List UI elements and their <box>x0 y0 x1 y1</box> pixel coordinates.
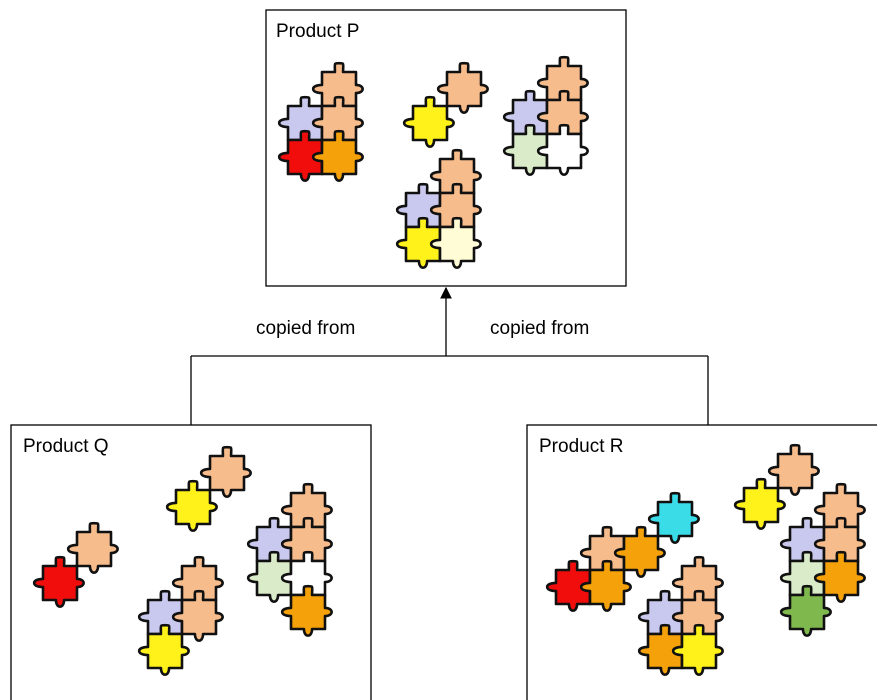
product-r-node: Product R <box>526 424 877 700</box>
product-p-cluster-3 <box>502 55 589 176</box>
product-p-node: Product P <box>265 9 627 287</box>
product-q-cluster-2 <box>165 445 252 532</box>
puzzle-piece-yellow <box>137 623 190 676</box>
edge-label-right: copied from <box>490 318 589 339</box>
product-r-title: Product R <box>539 436 623 457</box>
product-q-node: Product Q <box>10 424 372 700</box>
puzzle-piece-orange <box>613 525 666 578</box>
product-r-cluster-1 <box>733 443 820 530</box>
puzzle-piece-green <box>779 584 832 637</box>
product-q-cluster-1 <box>32 521 119 608</box>
product-r-cluster-4 <box>779 482 866 637</box>
connector-tree <box>190 286 709 425</box>
puzzle-piece-red <box>32 555 85 608</box>
puzzle-piece-peach <box>199 445 252 498</box>
puzzle-piece-orange <box>813 550 866 603</box>
puzzle-piece-orange <box>311 129 364 182</box>
product-q-cluster-3 <box>137 555 224 676</box>
puzzle-piece-yellow <box>671 623 724 676</box>
product-q-cluster-4 <box>246 482 333 637</box>
product-p-title: Product P <box>276 21 359 42</box>
puzzle-piece-yellow <box>402 95 455 148</box>
product-q-title: Product Q <box>23 436 109 457</box>
product-r-pieces <box>545 443 866 676</box>
product-p-pieces <box>277 55 589 269</box>
product-p-cluster-2 <box>402 61 489 148</box>
puzzle-piece-white <box>536 123 589 176</box>
puzzle-piece-yellow <box>733 477 786 530</box>
puzzle-piece-peach <box>66 521 119 574</box>
product-p-cluster-1 <box>277 61 364 182</box>
puzzle-piece-peach <box>171 589 224 642</box>
product-r-cluster-2 <box>545 491 700 612</box>
puzzle-piece-peach <box>767 443 820 496</box>
product-r-cluster-3 <box>637 555 724 676</box>
puzzle-piece-cream <box>429 216 482 269</box>
puzzle-piece-orange <box>280 584 333 637</box>
product-p-cluster-4 <box>395 148 482 269</box>
puzzle-piece-cyan <box>647 491 700 544</box>
edge-label-left: copied from <box>256 318 355 339</box>
puzzle-piece-orange <box>579 559 632 612</box>
puzzle-piece-yellow <box>165 479 218 532</box>
puzzle-piece-peach <box>436 61 489 114</box>
product-q-pieces <box>32 445 333 676</box>
